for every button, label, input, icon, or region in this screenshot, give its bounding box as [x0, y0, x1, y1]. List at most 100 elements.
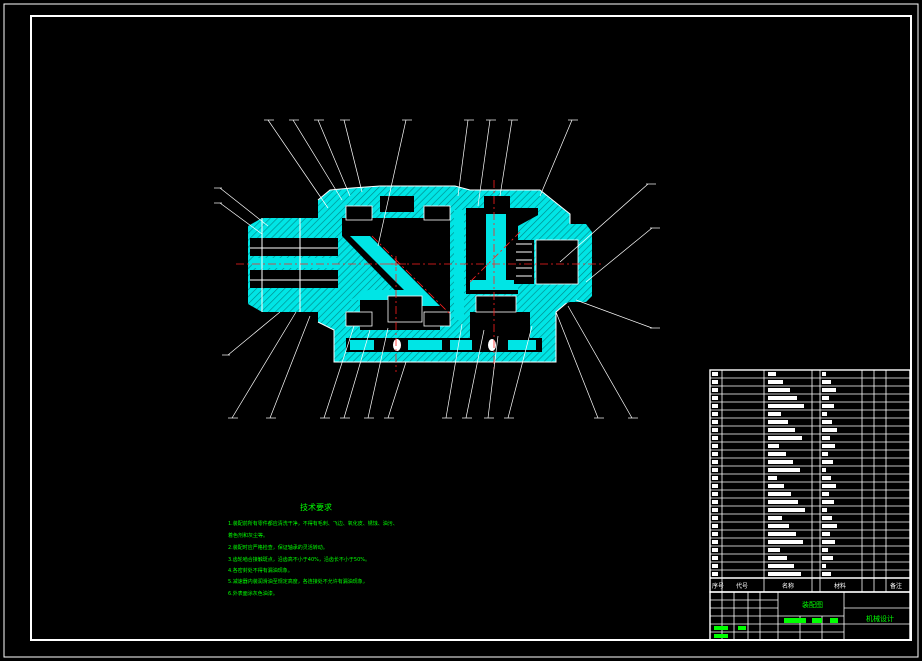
bom-cell-text [712, 524, 718, 528]
centerlines [236, 180, 604, 372]
bom-cell-text [712, 428, 718, 432]
bom-cell-text [768, 396, 797, 400]
inner-frame [30, 15, 912, 641]
bom-cell-text [822, 500, 834, 504]
assembly-section-view [214, 119, 660, 419]
bom-cell-text [822, 540, 835, 544]
output-end-cap [514, 214, 592, 310]
bom-cell-text [768, 380, 783, 384]
bom-cell-text [712, 540, 718, 544]
bom-cell-text [712, 460, 718, 464]
bom-cell-text [712, 516, 718, 520]
title-block: 装配图 机械设计 [709, 591, 911, 641]
bom-cell-text [822, 452, 828, 456]
bom-cell-text [768, 468, 800, 472]
bom-header-code: 代号 [736, 582, 748, 590]
bom-cell-text [822, 444, 835, 448]
bom-cell-text [822, 556, 833, 560]
bom-cell-text [768, 460, 793, 464]
bom-cell-text [712, 484, 718, 488]
tech-req-line: 着色剂和灰尘等。 [228, 532, 268, 539]
bom-cell-text [822, 428, 837, 432]
bom-cell-text [822, 476, 831, 480]
bom-cell-text [712, 412, 718, 416]
bom-cell-text [712, 548, 718, 552]
bom-cell-text [822, 468, 826, 472]
bom-cell-text [712, 468, 718, 472]
bom-cell-text [768, 476, 777, 480]
bom-cell-text [712, 500, 718, 504]
tech-req-line: 5.减速器内装润滑油至规定高度，各连接处不允许有漏油现象， [228, 578, 368, 585]
bom-cell-text [822, 388, 836, 392]
bom-header-name: 名称 [782, 582, 794, 590]
technical-requirements: 技术要求 1.装配前所有零件都应清洗干净，不得有毛刺、飞边、氧化皮、锈蚀、油污、… [228, 502, 398, 597]
bom-cell-text [768, 524, 789, 528]
bom-header-material: 材料 [834, 582, 846, 590]
bom-cell-text [712, 444, 718, 448]
tech-req-line: 3.齿轮啮合接触斑点，沿齿高不小于40%，沿齿长不小于50%。 [228, 556, 370, 563]
bom-cell-text [768, 404, 804, 408]
bom-cell-text [768, 532, 796, 536]
bom-cell-text [768, 452, 786, 456]
tech-req-line: 2.装配时应严格检查，保证轴承的灵活转动。 [228, 544, 328, 551]
company-box: 机械设计 [866, 614, 894, 623]
input-shaft-assembly [248, 218, 360, 312]
bom-cell-text [768, 508, 805, 512]
bom-cell-text [822, 436, 830, 440]
bom-cell-text [822, 460, 833, 464]
bom-cell-text [822, 564, 826, 568]
bom-cell-text [822, 524, 837, 528]
bom-cell-text [822, 548, 828, 552]
bom-cell-text [768, 372, 776, 376]
bom-cell-text [712, 452, 718, 456]
bom-cell-text [822, 404, 834, 408]
bom-cell-text [822, 572, 831, 576]
bom-cell-text [712, 372, 718, 376]
bom-cell-text [822, 484, 836, 488]
bom-cell-text [768, 420, 788, 424]
bom-cell-text [712, 556, 718, 560]
bom-cell-text [712, 492, 718, 496]
outer-border [3, 3, 919, 658]
bom-cell-text [768, 436, 802, 440]
bom-cell-text [712, 396, 718, 400]
bom-cell-text [712, 380, 718, 384]
bom-cell-text [822, 380, 831, 384]
bom-header-seq: 序号 [712, 582, 724, 590]
bom-cell-text [822, 492, 829, 496]
bom-cell-text [822, 508, 827, 512]
bom-cell-text [712, 388, 718, 392]
bom-cell-text [768, 500, 798, 504]
bom-cell-text [768, 564, 794, 568]
bom-cell-text [768, 444, 779, 448]
bom-cell-text [822, 372, 826, 376]
bom-cell-text [768, 484, 784, 488]
tech-req-line: 4.各密封处不得有漏油现象。 [228, 567, 293, 574]
bill-of-materials: 序号 代号 名称 材料 备注 [709, 369, 911, 593]
bom-cell-text [712, 532, 718, 536]
bom-cell-text [712, 572, 718, 576]
bom-cell-text [768, 516, 782, 520]
bom-cell-text [768, 548, 780, 552]
bom-header-remark: 备注 [890, 582, 902, 590]
bom-cell-text [822, 396, 829, 400]
bom-cell-text [768, 428, 795, 432]
tech-req-line: 6.外表面涂灰色油漆。 [228, 590, 278, 597]
bom-cell-text [822, 420, 832, 424]
bom-cell-text [768, 572, 801, 576]
tech-req-line: 1.装配前所有零件都应清洗干净，不得有毛刺、飞边、氧化皮、锈蚀、油污、 [228, 520, 398, 527]
bom-cell-text [712, 564, 718, 568]
bom-cell-text [712, 508, 718, 512]
bom-cell-text [768, 388, 790, 392]
bom-cell-text [768, 540, 803, 544]
tech-req-title: 技术要求 [300, 502, 332, 512]
bom-cell-text [712, 476, 718, 480]
bom-cell-text [768, 556, 787, 560]
bom-cell-text [822, 412, 827, 416]
bom-cell-text [712, 436, 718, 440]
drawing-title: 装配图 [802, 600, 823, 609]
bom-cell-text [822, 532, 830, 536]
bom-cell-text [712, 404, 718, 408]
bom-cell-text [768, 412, 781, 416]
